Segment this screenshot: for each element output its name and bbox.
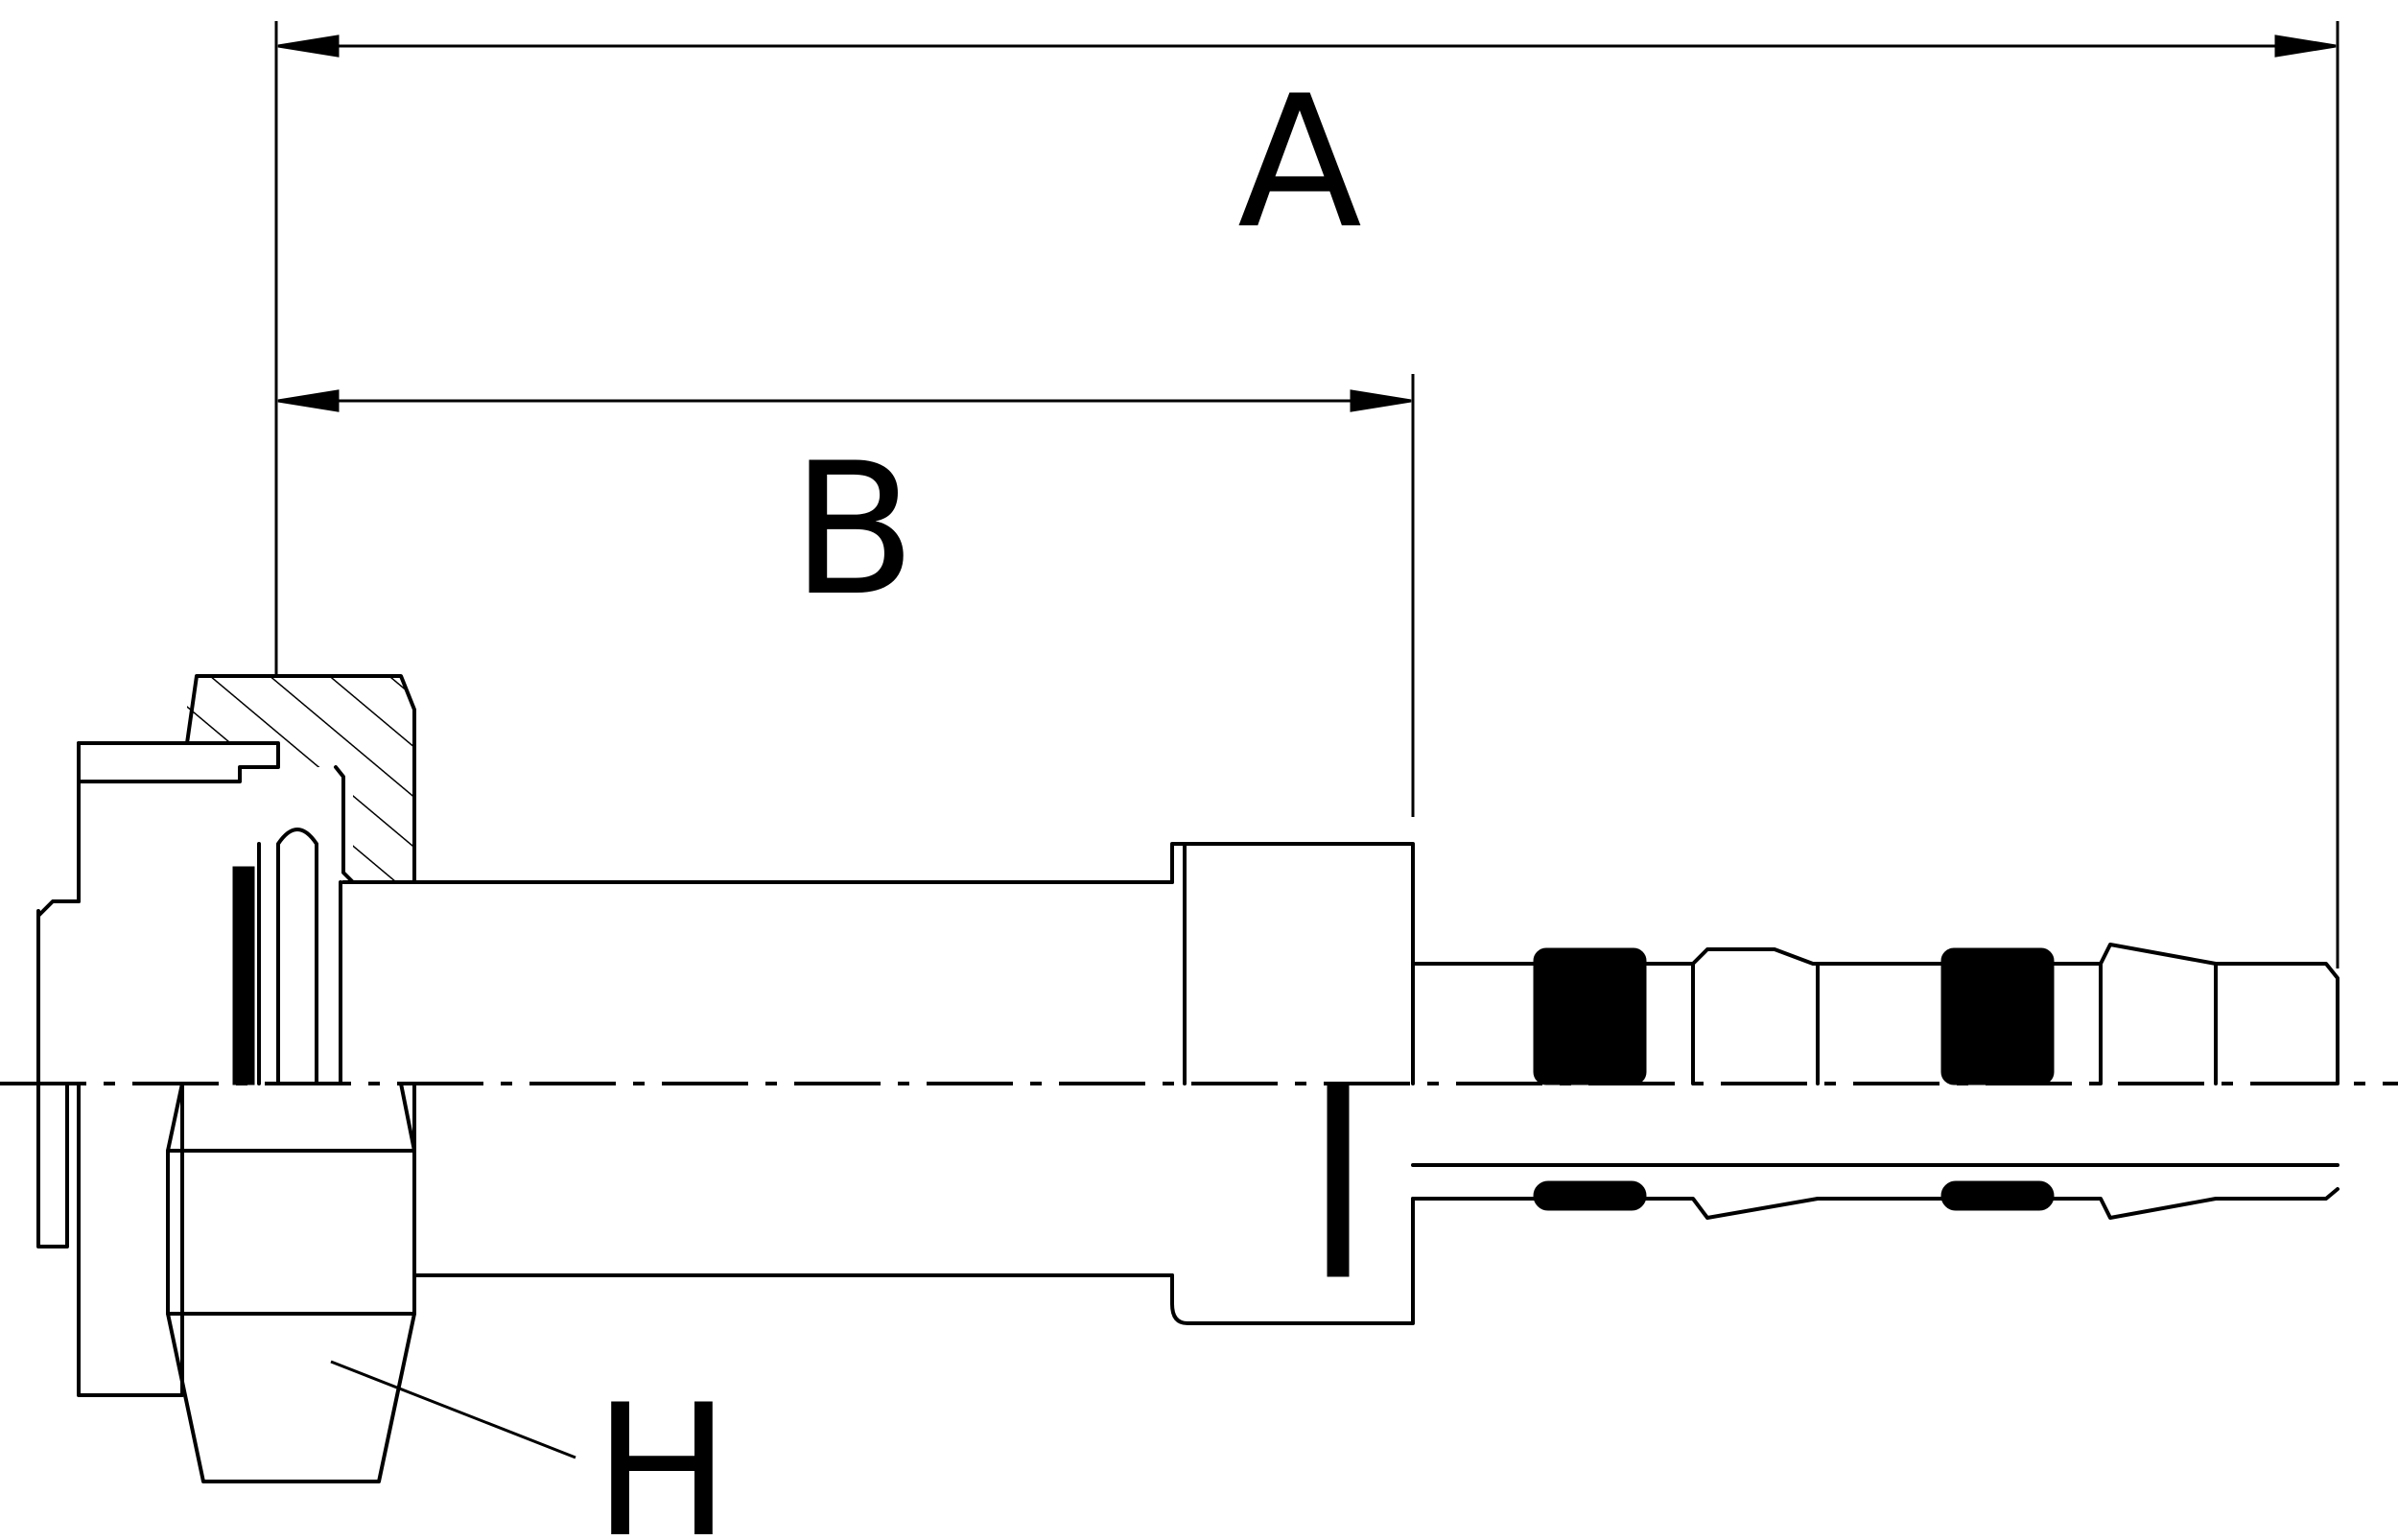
dimension-label-a: A (1237, 57, 1362, 268)
tail-barb-1 (1691, 947, 1820, 1085)
tail-lower-barb-2 (2051, 1187, 2339, 1220)
hose-tail-upper (1411, 943, 2339, 1085)
callout-label-h: H (594, 1365, 731, 1540)
nut-hatched-section (187, 676, 414, 882)
arrowhead-a-left (277, 35, 340, 58)
tail-end (2214, 962, 2339, 1085)
arrowhead-b-right (1350, 389, 1412, 412)
ferrule-top (1170, 842, 1415, 1085)
tail-lower-ring-1 (1533, 1180, 1647, 1211)
dimension-b: B (277, 374, 1415, 817)
tail-ring-1 (1533, 947, 1647, 1085)
tail-lower-barb-1 (1643, 1197, 1820, 1220)
hex-nut-section (77, 674, 416, 903)
arrowhead-a-right (2274, 35, 2337, 58)
nipple-body (339, 880, 1174, 1277)
nut-flange-upper (36, 899, 81, 1085)
nut-flange-lower (36, 909, 69, 1248)
tail-lower-ring-2 (1940, 1180, 2055, 1211)
seal-ring-outline (276, 828, 318, 1085)
ferrule (1170, 842, 1415, 1325)
dimension-label-b: B (791, 424, 916, 636)
hose-tail-lower (1411, 1163, 2339, 1220)
tail-barb-2 (2099, 943, 2218, 1085)
arrowhead-b-left (277, 389, 340, 412)
ferrule-bottom (1170, 1197, 1415, 1325)
dimension-a: A (274, 21, 2339, 968)
tail-ring-2 (1940, 947, 2055, 1085)
seal-solid (232, 866, 255, 1085)
nut-outline (77, 674, 416, 884)
callout-h: H (330, 1360, 731, 1540)
o-ring-seal (232, 828, 318, 1085)
nut-lower-face (77, 1082, 184, 1397)
hex-flats (166, 1082, 416, 1483)
leader-line-h (330, 1360, 576, 1459)
hex-nut-exterior (36, 909, 416, 1483)
ferrule-seal-solid (1327, 1082, 1350, 1277)
